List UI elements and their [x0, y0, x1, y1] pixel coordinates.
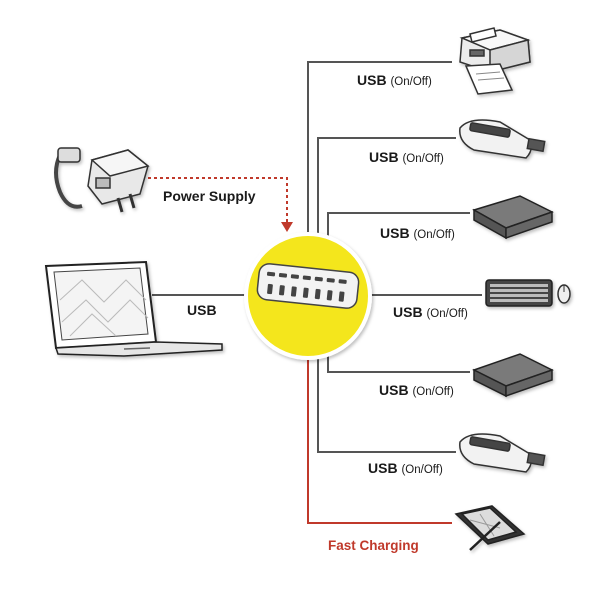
- port-label-drive-1: USB (On/Off): [380, 225, 455, 241]
- line-drive-2: [327, 352, 470, 373]
- card-reader-icon-1: [459, 119, 546, 159]
- port-label-drive-2: USB (On/Off): [379, 382, 454, 398]
- line-drive-1: [327, 212, 470, 238]
- power-arrow-head: [281, 222, 293, 232]
- connection-lines: [152, 61, 482, 453]
- usb-hub-icon: [244, 232, 372, 360]
- line-fast-charging: [307, 356, 452, 524]
- external-drive-icon-2: [472, 353, 554, 398]
- line-printer: [307, 61, 452, 236]
- laptop-icon: [44, 260, 223, 357]
- port-label-card-reader-1: USB (On/Off): [369, 149, 444, 165]
- printer-icon: [459, 27, 531, 95]
- line-power-supply: [148, 177, 288, 226]
- power-adapter-icon: [54, 147, 150, 213]
- fast-charging-label: Fast Charging: [328, 538, 419, 553]
- line-card-reader-2: [317, 354, 456, 453]
- usb-laptop-label: USB: [187, 302, 217, 318]
- port-label-card-reader-2: USB (On/Off): [368, 460, 443, 476]
- port-label-keyboard: USB (On/Off): [393, 304, 468, 320]
- smartphone-icon: [454, 505, 526, 551]
- line-card-reader-1: [317, 137, 456, 236]
- card-reader-icon-2: [459, 433, 546, 473]
- port-label-printer: USB (On/Off): [357, 72, 432, 88]
- external-drive-icon-1: [472, 195, 554, 240]
- power-supply-label: Power Supply: [163, 188, 256, 204]
- keyboard-mouse-icon: [485, 279, 571, 307]
